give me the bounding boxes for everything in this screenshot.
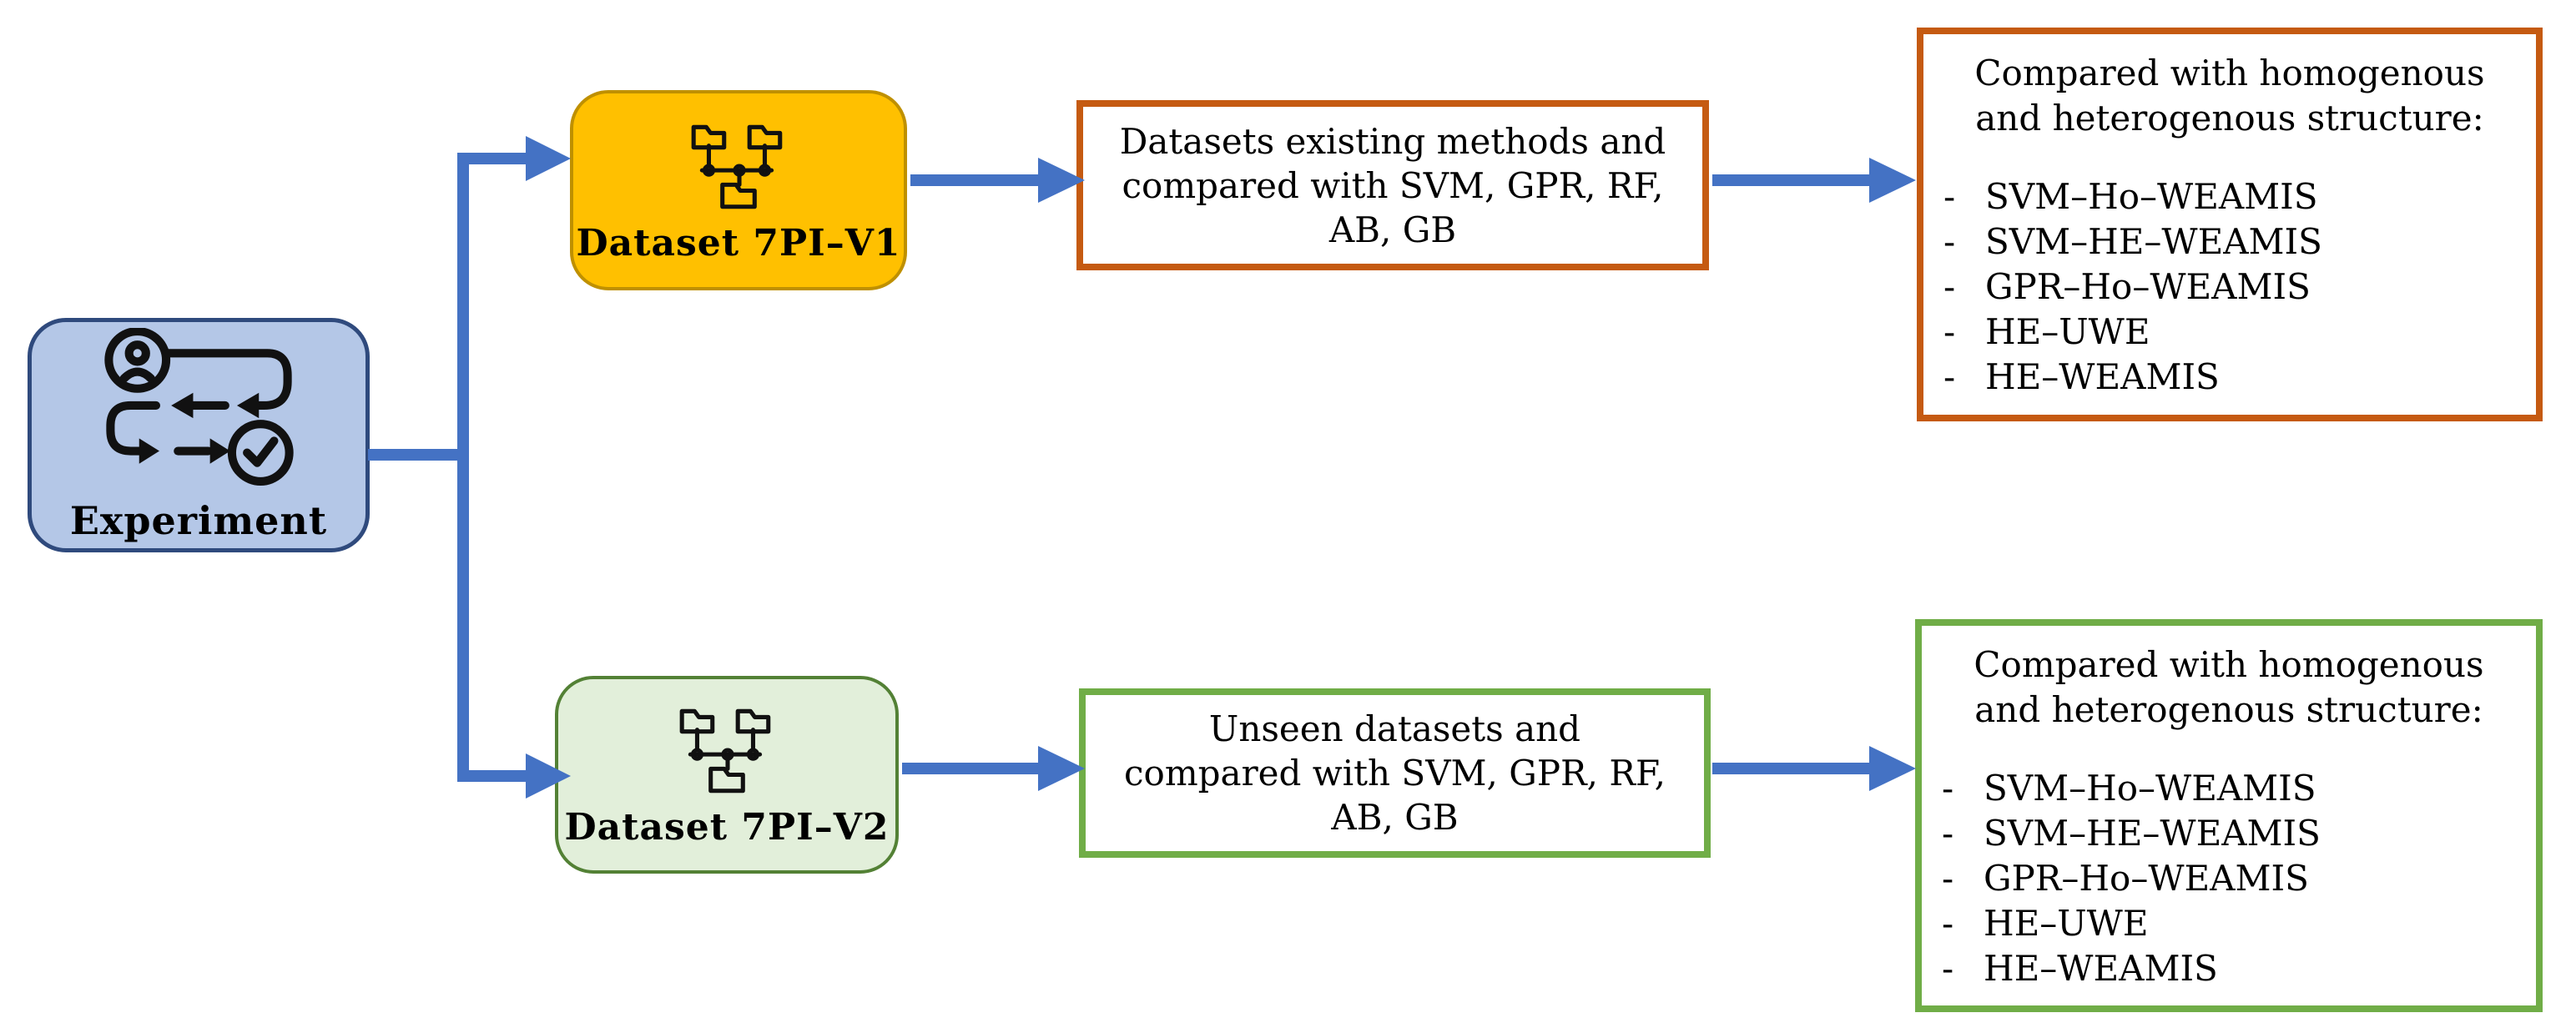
list-item-text: HE–WEAMIS [1984, 948, 2218, 989]
dash-bullet: - [1943, 356, 1956, 397]
list-item-text: SVM–HE–WEAMIS [1985, 221, 2322, 262]
folder-tree-icon [672, 701, 782, 796]
list-item: - HE–WEAMIS [1923, 355, 2536, 400]
branch-v1-arrowhead [526, 136, 571, 181]
list-item-text: SVM–Ho–WEAMIS [1985, 176, 2318, 217]
list-item: - HE–UWE [1923, 310, 2536, 355]
list-item-text: GPR–Ho–WEAMIS [1984, 858, 2309, 899]
dataset-v2-node: Dataset 7PI–V2 [555, 676, 899, 874]
v2-process-box: Unseen datasets and compared with SVM, G… [1079, 688, 1711, 858]
list-item-text: GPR–Ho–WEAMIS [1985, 266, 2311, 307]
list-item: - HE–WEAMIS [1922, 946, 2536, 991]
list-item: - HE–UWE [1922, 901, 2536, 946]
dash-bullet: - [1942, 858, 1954, 899]
dash-bullet: - [1943, 311, 1956, 352]
list-item: - GPR–Ho–WEAMIS [1923, 265, 2536, 310]
v1-result-heading: Compared with homogenous and heterogenou… [1974, 53, 2485, 139]
list-item-text: SVM–HE–WEAMIS [1984, 813, 2321, 854]
list-item: - SVM–Ho–WEAMIS [1922, 766, 2536, 811]
dataset-v1-label: Dataset 7PI–V1 [576, 221, 901, 265]
list-item: - GPR–Ho–WEAMIS [1922, 856, 2536, 901]
v1-result-box: Compared with homogenous and heterogenou… [1917, 28, 2543, 421]
process-to-result-top-arrowhead [1869, 158, 1916, 203]
list-item-text: HE–UWE [1984, 903, 2149, 944]
workflow-icon [101, 328, 297, 488]
v1-result-list: - SVM–Ho–WEAMIS - SVM–HE–WEAMIS - GPR–Ho… [1923, 174, 2536, 400]
list-item-text: HE–UWE [1985, 311, 2150, 352]
experiment-node: Experiment [28, 318, 370, 552]
dash-bullet: - [1943, 176, 1956, 217]
dash-bullet: - [1942, 813, 1954, 854]
v2-result-heading: Compared with homogenous and heterogenou… [1974, 644, 2484, 730]
v2-result-box: Compared with homogenous and heterogenou… [1915, 619, 2543, 1012]
folder-tree-icon [683, 117, 794, 212]
dash-bullet: - [1942, 903, 1954, 944]
list-item: - SVM–Ho–WEAMIS [1923, 174, 2536, 219]
v2-process-text: Unseen datasets and compared with SVM, G… [1124, 708, 1666, 838]
dash-bullet: - [1943, 221, 1956, 262]
v1-process-box: Datasets existing methods and compared w… [1076, 100, 1709, 270]
dash-bullet: - [1942, 948, 1954, 989]
v2-result-list: - SVM–Ho–WEAMIS - SVM–HE–WEAMIS - GPR–Ho… [1922, 766, 2536, 991]
list-item-text: SVM–Ho–WEAMIS [1984, 768, 2316, 809]
dash-bullet: - [1942, 768, 1954, 809]
v2-to-process-arrowhead [1038, 746, 1085, 791]
list-item: - SVM–HE–WEAMIS [1923, 219, 2536, 265]
list-item: - SVM–HE–WEAMIS [1922, 811, 2536, 856]
process-to-result-bottom-arrowhead [1869, 746, 1916, 791]
list-item-text: HE–WEAMIS [1985, 356, 2220, 397]
experiment-label: Experiment [69, 498, 328, 544]
dataset-v1-node: Dataset 7PI–V1 [570, 90, 907, 290]
dataset-v2-label: Dataset 7PI–V2 [564, 806, 890, 849]
v1-process-text: Datasets existing methods and compared w… [1119, 120, 1666, 250]
dash-bullet: - [1943, 266, 1956, 307]
